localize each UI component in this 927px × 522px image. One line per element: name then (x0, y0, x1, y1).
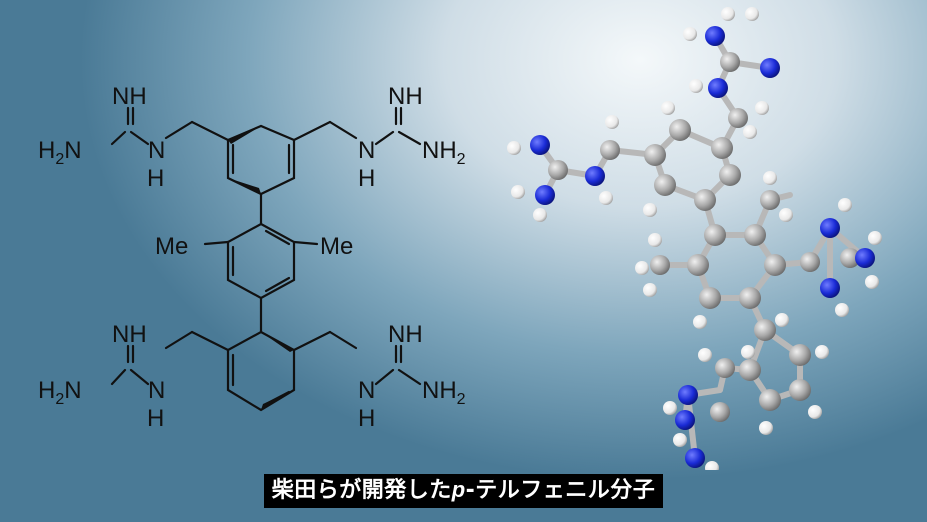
model-bonds (537, 33, 868, 461)
link-n-br: N (358, 377, 375, 404)
imine-label-br: NH (388, 321, 423, 348)
amine-label-bl: H2N (38, 377, 82, 408)
nitrogen-atoms (530, 26, 875, 468)
hydrogen-atoms (507, 7, 882, 470)
link-n-tr: N (358, 137, 375, 164)
chemical-structure-diagram: NH H2N N H NH N H NH2 Me Me NH H2N N H N… (38, 83, 466, 432)
ball-and-stick-model (507, 7, 882, 470)
link-h-br: H (358, 405, 375, 432)
methyl-left-label: Me (155, 233, 188, 260)
link-h-tl: H (147, 165, 164, 192)
subtitle-box: 柴田らが開発したp-テルフェニル分子 (263, 474, 664, 508)
amine-label-tr: NH2 (422, 137, 466, 168)
imine-label-tl: NH (112, 83, 147, 110)
link-n-bl: N (148, 377, 165, 404)
link-h-bl: H (147, 405, 164, 432)
subtitle-italic-p: p (451, 477, 466, 502)
subtitle-prefix: 柴田らが開発した (271, 478, 452, 503)
link-h-tr: H (358, 165, 375, 192)
subtitle-caption: 柴田らが開発したp-テルフェニル分子 (0, 474, 927, 508)
imine-label-tr: NH (388, 83, 423, 110)
amine-label-tl: H2N (38, 137, 82, 168)
methyl-right-label: Me (320, 233, 353, 260)
carbon-atoms (548, 52, 860, 422)
link-n-tl: N (148, 137, 165, 164)
subtitle-suffix: -テルフェニル分子 (465, 478, 656, 503)
imine-label-bl: NH (112, 321, 147, 348)
amine-label-br: NH2 (422, 377, 466, 408)
